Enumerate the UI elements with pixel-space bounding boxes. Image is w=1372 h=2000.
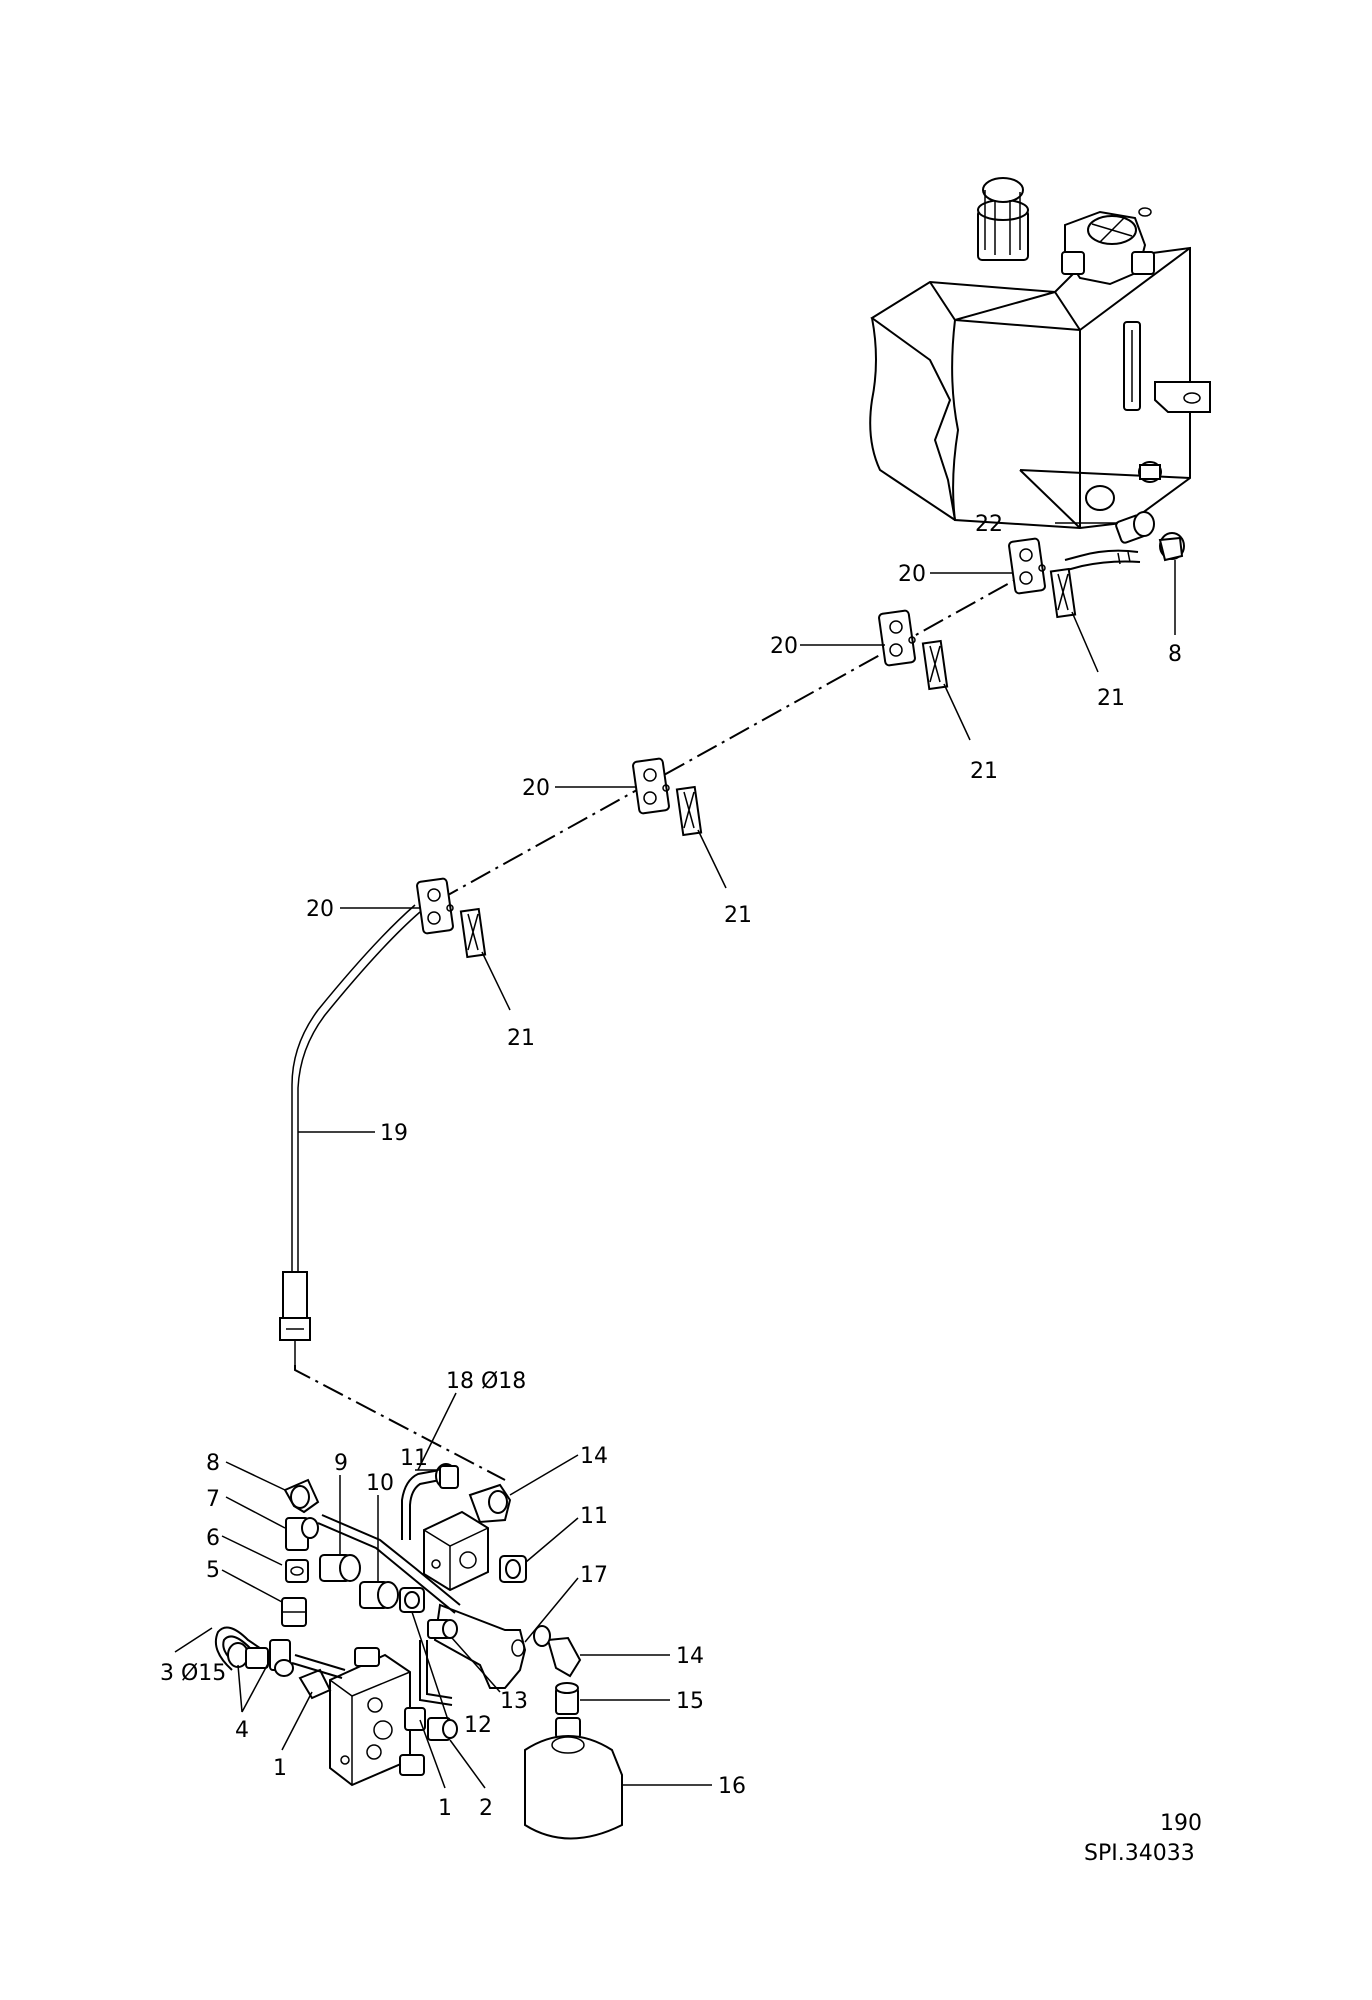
callout-18: 18 Ø18 — [446, 1369, 526, 1394]
callout-12: 12 — [464, 1713, 492, 1738]
fitting-8 — [283, 1478, 320, 1514]
fitting-1b — [399, 1707, 426, 1776]
callout-3: 3 Ø15 — [160, 1661, 226, 1686]
hydraulic-line-19 — [279, 565, 1041, 1481]
callout-16: 16 — [718, 1774, 746, 1799]
fitting-10 — [359, 1581, 399, 1609]
callout-8-top: 8 — [1168, 642, 1182, 667]
leader-lines — [174, 522, 1176, 1789]
callout-2: 2 — [479, 1796, 493, 1821]
fitting-4b — [269, 1639, 294, 1677]
plate-21-d — [459, 907, 487, 959]
callout-14-bottom: 14 — [676, 1644, 704, 1669]
fitting-9 — [319, 1554, 361, 1582]
clamp-20-a — [1008, 537, 1046, 595]
callout-20-d: 20 — [306, 897, 334, 922]
callout-22: 22 — [975, 512, 1003, 537]
fitting-15 — [555, 1682, 579, 1715]
fitting-5 — [281, 1597, 307, 1627]
callout-6: 6 — [206, 1526, 220, 1551]
fitting-11b — [499, 1555, 527, 1583]
page-number: 190 — [1160, 1811, 1202, 1836]
callout-20-c: 20 — [522, 776, 550, 801]
callout-19: 19 — [380, 1121, 408, 1146]
callout-4: 4 — [235, 1718, 249, 1743]
callout-1-left: 1 — [273, 1756, 287, 1781]
callout-8-bottom: 8 — [206, 1451, 220, 1476]
callout-14-top: 14 — [580, 1444, 608, 1469]
tank-outlet-fittings — [1064, 511, 1185, 571]
plate-21-c — [675, 785, 703, 837]
callout-11-top: 11 — [400, 1446, 428, 1471]
fitting-14b — [533, 1625, 582, 1678]
callout-21-d: 21 — [507, 1026, 535, 1051]
fitting-block-mid — [399, 1587, 425, 1613]
valve-block — [329, 1647, 411, 1787]
fitting-6 — [285, 1559, 309, 1583]
callout-10: 10 — [366, 1471, 394, 1496]
callout-17: 17 — [580, 1563, 608, 1588]
callout-21-b: 21 — [970, 759, 998, 784]
callout-labels: 22 8 20 21 20 21 20 21 20 21 19 18 Ø18 8… — [160, 512, 1182, 1821]
fitting-7 — [285, 1517, 319, 1551]
fitting-1a — [291, 1654, 346, 1700]
filter-head — [1061, 207, 1155, 286]
callout-13: 13 — [500, 1689, 528, 1714]
drawing-reference: SPI.34033 — [1084, 1841, 1195, 1866]
fitting-11a — [435, 1463, 459, 1489]
accumulator — [524, 1717, 623, 1840]
callout-20-a: 20 — [898, 562, 926, 587]
filler-cap — [977, 177, 1029, 261]
fitting-4a — [227, 1642, 269, 1669]
clamp-20-d — [416, 877, 454, 935]
clamp-20-b — [878, 609, 916, 667]
manifold-assembly — [214, 1463, 623, 1840]
callout-9: 9 — [334, 1451, 348, 1476]
fitting-13 — [427, 1619, 458, 1639]
plate-21-b — [921, 639, 949, 691]
upper-block — [423, 1510, 489, 1592]
callout-11-right: 11 — [580, 1504, 608, 1529]
callout-7: 7 — [206, 1487, 220, 1512]
plate-21-a — [1049, 567, 1077, 619]
callout-1-right: 1 — [438, 1796, 452, 1821]
callout-5: 5 — [206, 1558, 220, 1583]
callout-21-a: 21 — [1097, 686, 1125, 711]
clamp-20-c — [632, 757, 670, 815]
callout-21-c: 21 — [724, 903, 752, 928]
fitting-14a — [468, 1483, 512, 1524]
hydraulic-tank — [869, 177, 1211, 530]
callout-15: 15 — [676, 1689, 704, 1714]
callout-20-b: 20 — [770, 634, 798, 659]
fitting-2 — [427, 1717, 458, 1741]
